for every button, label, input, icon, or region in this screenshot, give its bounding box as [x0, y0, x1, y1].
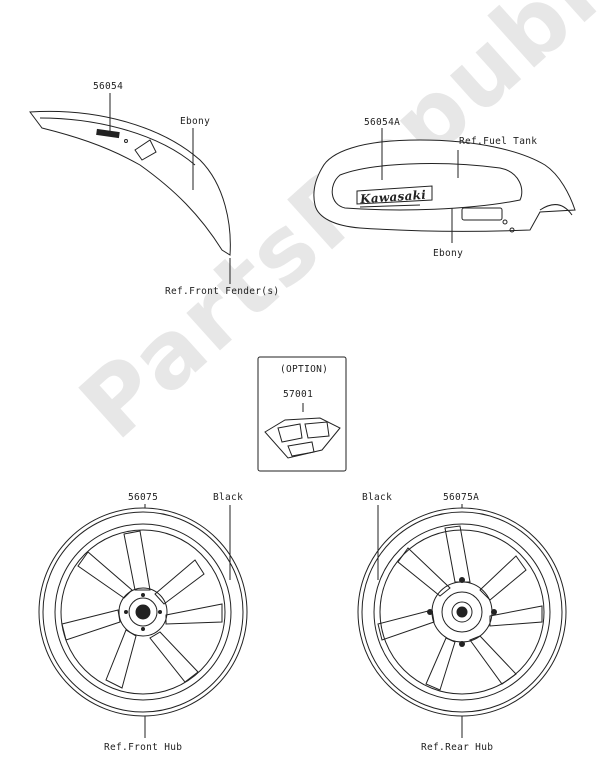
front-wheel-part-number: 56075 [128, 492, 159, 503]
front-fender-part-number: 56054 [93, 81, 124, 92]
front-wheel-color: Black [213, 492, 244, 503]
rear-wheel-drawing [357, 507, 567, 717]
rear-wheel-color: Black [362, 492, 393, 503]
option-box-title: (OPTION) [280, 364, 329, 375]
front-fender-color: Ebony [180, 116, 211, 127]
option-box-drawing [257, 356, 347, 472]
rear-wheel-part-number: 56075A [443, 492, 480, 503]
front-fender-drawing [29, 110, 231, 256]
rear-wheel-ref: Ref.Rear Hub [421, 742, 494, 753]
fuel-tank-part-number: 56054A [364, 117, 401, 128]
fuel-tank-color: Ebony [433, 248, 464, 259]
front-fender-ref: Ref.Front Fender(s) [165, 286, 280, 297]
fuel-tank-ref: Ref.Fuel Tank [459, 136, 538, 147]
front-wheel-drawing [38, 507, 248, 717]
fuel-tank-drawing [313, 139, 576, 233]
front-wheel-ref: Ref.Front Hub [104, 742, 183, 753]
option-part-number: 57001 [283, 389, 314, 400]
